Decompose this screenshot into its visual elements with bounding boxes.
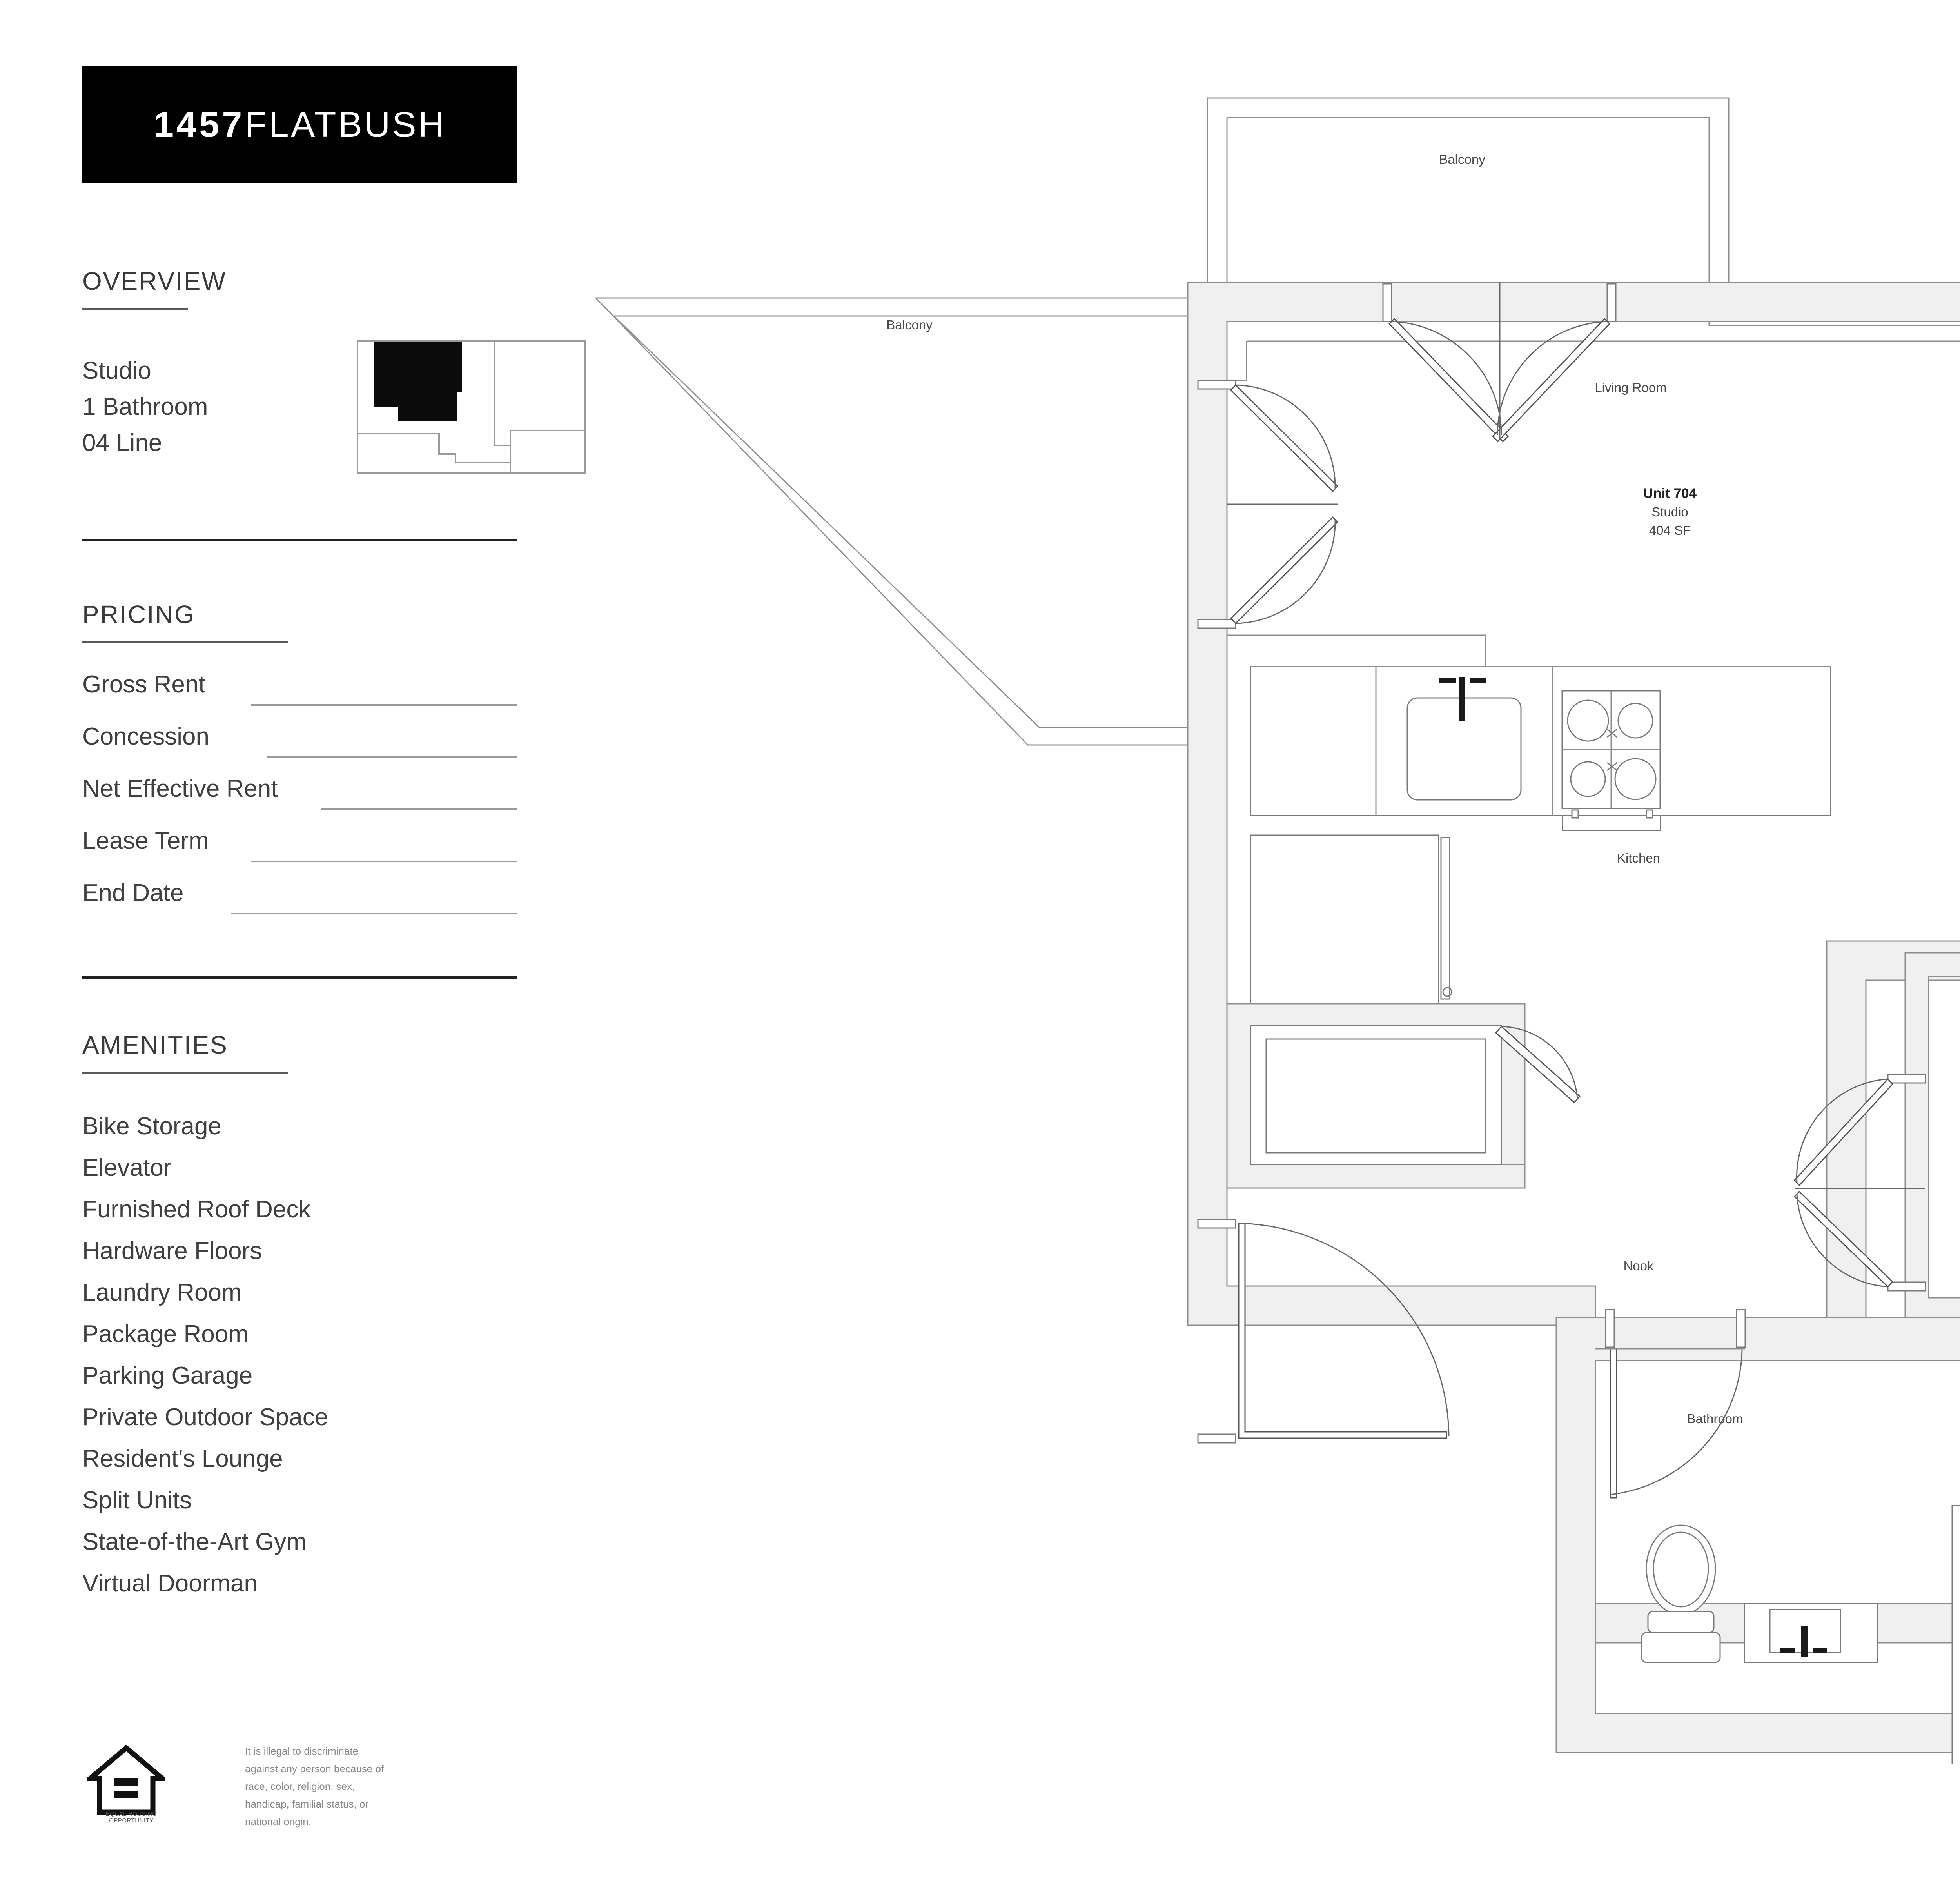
amenity-item: Split Units	[82, 1487, 192, 1514]
pricing-label-lease-term: Lease Term	[82, 827, 209, 854]
overview-heading-rule	[82, 308, 188, 310]
pricing-row-net-effective-rent[interactable]: Net Effective Rent	[82, 775, 517, 827]
overview-heading: OVERVIEW	[82, 267, 227, 295]
french-door-balcony[interactable]	[1382, 282, 1617, 443]
amenities-heading-rule	[82, 1072, 288, 1074]
brand-logo-name: FLATBUSH	[245, 104, 446, 145]
washer-dryer-icon	[1250, 834, 1452, 1005]
closet-door-laundry[interactable]	[1495, 1025, 1581, 1165]
overview-line: 04 Line	[82, 429, 162, 456]
pricing-input-gross-rent[interactable]	[251, 704, 517, 706]
amenities-heading: AMENITIES	[82, 1031, 228, 1059]
room-label-living-room: Living Room	[1595, 380, 1666, 395]
toilet-icon	[1641, 1524, 1721, 1663]
amenity-item: Virtual Doorman	[82, 1570, 258, 1597]
room-label-bathroom: Bathroom	[1687, 1412, 1743, 1426]
room-label-balcony-top: Balcony	[1439, 152, 1485, 167]
pricing-fields: Gross Rent Concession Net Effective Rent…	[82, 670, 517, 931]
closet-doors-right[interactable]	[1793, 1074, 1926, 1292]
amenity-item: Resident's Lounge	[82, 1445, 283, 1472]
balcony-left: Balcony	[595, 297, 1207, 746]
floor-plan-drawing: Balcony Balcony	[595, 97, 1960, 1764]
eho-caption-line2: OPPORTUNITY	[109, 1817, 154, 1824]
closet-icon	[1250, 1025, 1502, 1165]
entry-door[interactable]	[1197, 1219, 1450, 1444]
pricing-row-gross-rent[interactable]: Gross Rent	[82, 670, 517, 723]
equal-housing-opportunity-icon	[87, 1745, 165, 1815]
amenity-item: Private Outdoor Space	[82, 1404, 328, 1431]
amenity-item: Parking Garage	[82, 1362, 253, 1389]
overview-bathrooms: 1 Bathroom	[82, 393, 208, 420]
overview-details: Studio 1 Bathroom 04 Line	[82, 353, 208, 461]
floor-plan: Balcony Balcony	[588, 78, 1960, 1764]
closet-doors-living-room[interactable]	[1197, 380, 1339, 629]
amenity-item: Hardware Floors	[82, 1237, 262, 1264]
apartment-walls	[1187, 282, 1960, 1644]
living-room: Living Room Unit 704 Studio 404 SF	[1197, 282, 1960, 629]
pricing-row-concession[interactable]: Concession	[82, 723, 517, 775]
brand-logo[interactable]: 1457FLATBUSH	[82, 66, 517, 183]
pricing-input-lease-term[interactable]	[251, 861, 517, 862]
room-label-balcony-left: Balcony	[886, 318, 933, 332]
amenity-item: Laundry Room	[82, 1279, 242, 1306]
pricing-heading: PRICING	[82, 600, 195, 629]
amenities-list: Bike Storage Elevator Furnished Roof Dec…	[82, 1106, 328, 1604]
kitchen-sink-icon	[1406, 677, 1522, 801]
kitchen: Kitchen	[1227, 634, 1831, 865]
pricing-label-concession: Concession	[82, 723, 209, 750]
amenity-item: Elevator	[82, 1154, 172, 1181]
amenity-item: Furnished Roof Deck	[82, 1196, 311, 1223]
unit-number: Unit 704	[1643, 486, 1697, 501]
room-label-kitchen: Kitchen	[1617, 851, 1660, 865]
eho-caption-line1: EQUAL HOUSING	[105, 1811, 157, 1817]
fair-housing-disclaimer: It is illegal to discriminate against an…	[245, 1745, 384, 1828]
footer: EQUAL HOUSING OPPORTUNITY It is illegal …	[82, 1741, 517, 1843]
key-plan-diagram: .kp{fill:none;stroke:#9a9a9a;stroke-widt…	[357, 340, 586, 474]
pricing-label-net-effective-rent: Net Effective Rent	[82, 775, 278, 802]
eho-caption: EQUAL HOUSING OPPORTUNITY	[94, 1811, 169, 1824]
bathroom: Bathroom	[1555, 1309, 1960, 1764]
pricing-label-end-date: End Date	[82, 879, 184, 906]
sidebar: 1457FLATBUSH OVERVIEW Studio 1 Bathroom …	[82, 0, 586, 1882]
amenity-item: Package Room	[82, 1321, 249, 1348]
laundry-closet-area	[1226, 834, 1581, 1189]
pricing-row-lease-term[interactable]: Lease Term	[82, 827, 517, 879]
brand-logo-text: 1457FLATBUSH	[154, 104, 446, 145]
pricing-label-gross-rent: Gross Rent	[82, 671, 205, 698]
pricing-input-end-date[interactable]	[231, 913, 517, 914]
pricing-input-net-effective-rent[interactable]	[321, 808, 517, 810]
closet-right	[1793, 952, 1960, 1322]
cooktop-range-icon	[1561, 690, 1661, 831]
amenity-item: State-of-the-Art Gym	[82, 1528, 307, 1555]
section-divider-2	[82, 976, 517, 979]
overview-bedrooms: Studio	[82, 357, 151, 384]
brand-logo-number: 1457	[153, 104, 245, 145]
bathroom-door[interactable]	[1595, 1309, 1746, 1499]
bathtub-icon	[1951, 1505, 1960, 1764]
section-divider-1	[82, 539, 517, 541]
room-label-nook: Nook	[1623, 1259, 1654, 1273]
amenity-item: Bike Storage	[82, 1113, 221, 1140]
pricing-row-end-date[interactable]: End Date	[82, 879, 517, 931]
bathroom-vanity-sink-icon	[1744, 1603, 1878, 1663]
nook: Nook	[1197, 1219, 1654, 1444]
unit-type: Studio	[1651, 505, 1688, 519]
pricing-input-concession[interactable]	[267, 756, 517, 758]
pricing-heading-rule	[82, 641, 288, 643]
unit-area: 404 SF	[1649, 523, 1691, 538]
